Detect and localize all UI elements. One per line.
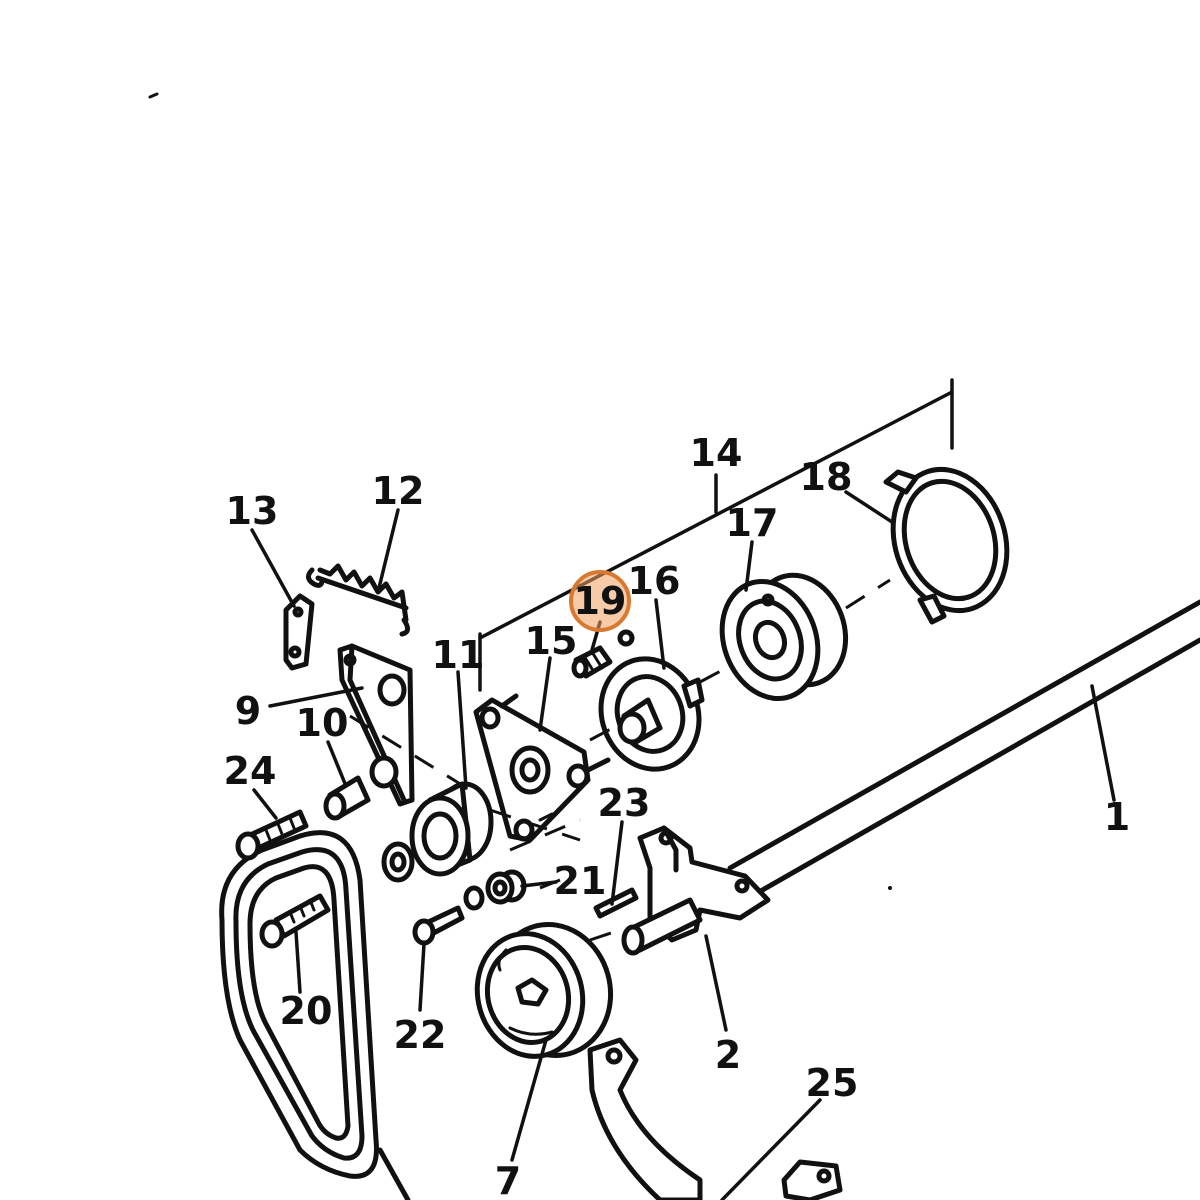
callout-17[interactable]: 17	[726, 501, 779, 545]
leader-2	[704, 934, 728, 1032]
callout-18[interactable]: 18	[800, 455, 853, 499]
callout-19[interactable]: 19	[574, 579, 627, 623]
callout-10[interactable]: 10	[296, 701, 349, 745]
part-spacer	[323, 775, 371, 821]
callout-9[interactable]: 9	[235, 689, 261, 733]
leader-10	[326, 740, 348, 788]
leader-12	[376, 508, 400, 594]
part-idler-pulley	[381, 781, 494, 883]
part-bolt-22	[412, 905, 465, 946]
leader-15	[538, 656, 552, 732]
part-spring-small	[571, 629, 635, 679]
leader-20	[294, 930, 302, 994]
leader-25	[720, 1098, 822, 1200]
leader-22	[418, 942, 426, 1012]
callout-24[interactable]: 24	[224, 749, 277, 793]
callout-23[interactable]: 23	[598, 781, 651, 825]
part-washer-21	[463, 869, 527, 911]
callout-14[interactable]: 14	[690, 431, 743, 475]
part-pulley-17	[719, 572, 849, 702]
part-pivot-plate	[473, 693, 611, 843]
part-guard-bracket	[587, 1037, 843, 1200]
assembly-outline-14	[478, 378, 954, 692]
part-lever	[283, 593, 315, 671]
leader-7	[510, 1038, 548, 1162]
callout-11[interactable]: 11	[432, 633, 485, 677]
stray-dot	[888, 886, 892, 890]
callout-12[interactable]: 12	[372, 469, 425, 513]
leader-17	[744, 540, 754, 592]
alignment-line-1	[349, 714, 471, 792]
part-idler-bracket	[337, 643, 415, 807]
leader-11	[456, 670, 468, 790]
callout-15[interactable]: 15	[525, 619, 578, 663]
callout-1[interactable]: 1	[1104, 795, 1130, 839]
part-guard-cover	[883, 466, 1010, 625]
leader-13	[250, 528, 296, 608]
leader-18	[844, 490, 894, 524]
alignment-line-5	[509, 818, 581, 852]
callout-highlight-19[interactable]	[569, 570, 631, 632]
part-spring	[306, 563, 410, 637]
leader-1	[1090, 684, 1116, 802]
callout-16[interactable]: 16	[628, 559, 681, 603]
part-idler-hub	[598, 656, 705, 772]
callout-20[interactable]: 20	[280, 989, 333, 1033]
alignment-line-2	[589, 722, 621, 742]
callout-25[interactable]: 25	[806, 1061, 859, 1105]
callout-22[interactable]: 22	[394, 1013, 447, 1057]
part-pulley-large	[474, 922, 614, 1059]
leader-23	[610, 820, 624, 906]
leader-16	[654, 598, 666, 670]
alignment-line-4	[845, 578, 891, 610]
callout-21[interactable]: 21	[554, 859, 607, 903]
alignment-line-7	[589, 928, 621, 942]
alignment-line-8	[489, 808, 581, 842]
callout-13[interactable]: 13	[226, 489, 279, 533]
alignment-line-3	[699, 664, 731, 684]
leader-9	[268, 686, 364, 708]
part-bolt-24	[235, 809, 309, 861]
leader-24	[252, 788, 278, 820]
leader-21	[520, 880, 558, 888]
part-bracket-collar	[621, 825, 771, 956]
part-shaft	[727, 599, 1200, 899]
callout-7[interactable]: 7	[495, 1159, 521, 1200]
part-bolt-20	[259, 893, 331, 949]
callout-2[interactable]: 2	[715, 1033, 741, 1077]
stray-mark	[148, 92, 159, 99]
part-key	[593, 887, 639, 919]
